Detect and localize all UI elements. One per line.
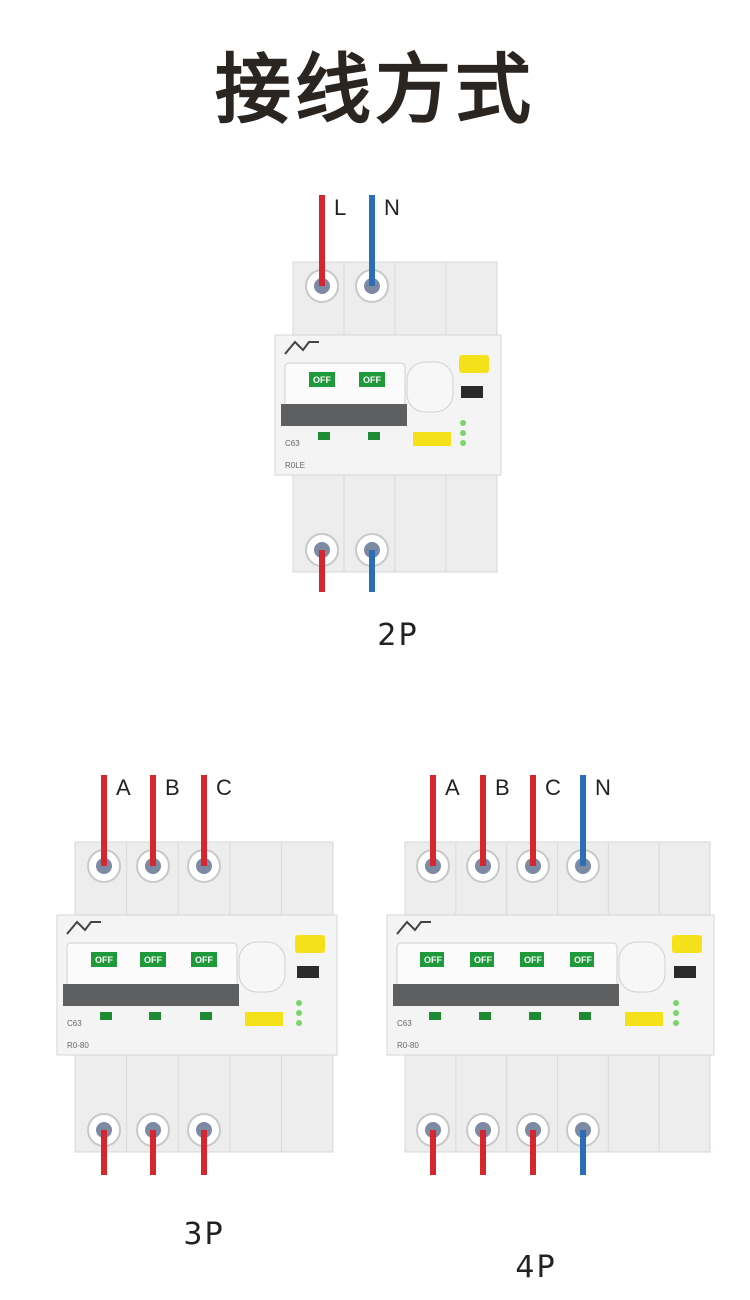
status-led (460, 420, 466, 426)
indicator-window (479, 1012, 491, 1020)
indicator-window (149, 1012, 161, 1020)
selector-switch (461, 386, 483, 398)
off-tag (309, 372, 335, 387)
wire-label: A (116, 775, 131, 800)
off-label: OFF (424, 955, 442, 965)
wire-label: A (445, 775, 460, 800)
test-button (672, 935, 702, 953)
rating-label: C63 (67, 1019, 82, 1028)
handle-bar (63, 984, 239, 1006)
yellow-indicator (413, 432, 451, 446)
wire-label: B (165, 775, 180, 800)
off-label: OFF (313, 375, 331, 385)
handle-housing (284, 362, 406, 410)
indicator-window (368, 432, 380, 440)
model-label: R0LE (285, 461, 305, 470)
yellow-indicator (625, 1012, 663, 1026)
off-label: OFF (144, 955, 162, 965)
leakage-module-cap (406, 361, 454, 413)
off-label: OFF (524, 955, 542, 965)
status-led (460, 440, 466, 446)
yellow-indicator (245, 1012, 283, 1026)
diagram-caption: 4P (515, 1250, 556, 1285)
diagram-caption: 2P (377, 618, 418, 653)
status-led (460, 430, 466, 436)
test-button (295, 935, 325, 953)
selector-switch (297, 966, 319, 978)
page-title: 接线方式 (215, 45, 535, 134)
wire-label: C (216, 775, 232, 800)
selector-switch (674, 966, 696, 978)
off-tag (359, 372, 385, 387)
leakage-module-cap (618, 941, 666, 993)
wire-label: C (545, 775, 561, 800)
off-label: OFF (95, 955, 113, 965)
off-tag (140, 952, 166, 967)
indicator-window (100, 1012, 112, 1020)
status-led (673, 1020, 679, 1026)
status-led (673, 1000, 679, 1006)
indicator-window (529, 1012, 541, 1020)
off-label: OFF (363, 375, 381, 385)
off-tag (191, 952, 217, 967)
test-button (459, 355, 489, 373)
indicator-window (429, 1012, 441, 1020)
brand-logo (66, 920, 101, 935)
off-tag (91, 952, 117, 967)
indicator-window (579, 1012, 591, 1020)
indicator-window (200, 1012, 212, 1020)
off-label: OFF (195, 955, 213, 965)
brand-logo (396, 920, 431, 935)
handle-bar (393, 984, 619, 1006)
brand-logo (284, 340, 319, 355)
wire-label: N (384, 195, 400, 220)
diagram-caption: 3P (183, 1217, 224, 1252)
status-led (296, 1020, 302, 1026)
indicator-window (318, 432, 330, 440)
model-label: R0-80 (67, 1041, 89, 1050)
off-tag (520, 952, 544, 967)
leakage-module-cap (238, 941, 286, 993)
wire-label: L (334, 195, 346, 220)
off-label: OFF (574, 955, 592, 965)
model-label: R0-80 (397, 1041, 419, 1050)
status-led (296, 1010, 302, 1016)
rating-label: C63 (285, 439, 300, 448)
off-label: OFF (474, 955, 492, 965)
wire-label: B (495, 775, 510, 800)
status-led (673, 1010, 679, 1016)
off-tag (470, 952, 494, 967)
off-tag (420, 952, 444, 967)
rating-label: C63 (397, 1019, 412, 1028)
handle-bar (281, 404, 407, 426)
status-led (296, 1000, 302, 1006)
wire-label: N (595, 775, 611, 800)
off-tag (570, 952, 594, 967)
